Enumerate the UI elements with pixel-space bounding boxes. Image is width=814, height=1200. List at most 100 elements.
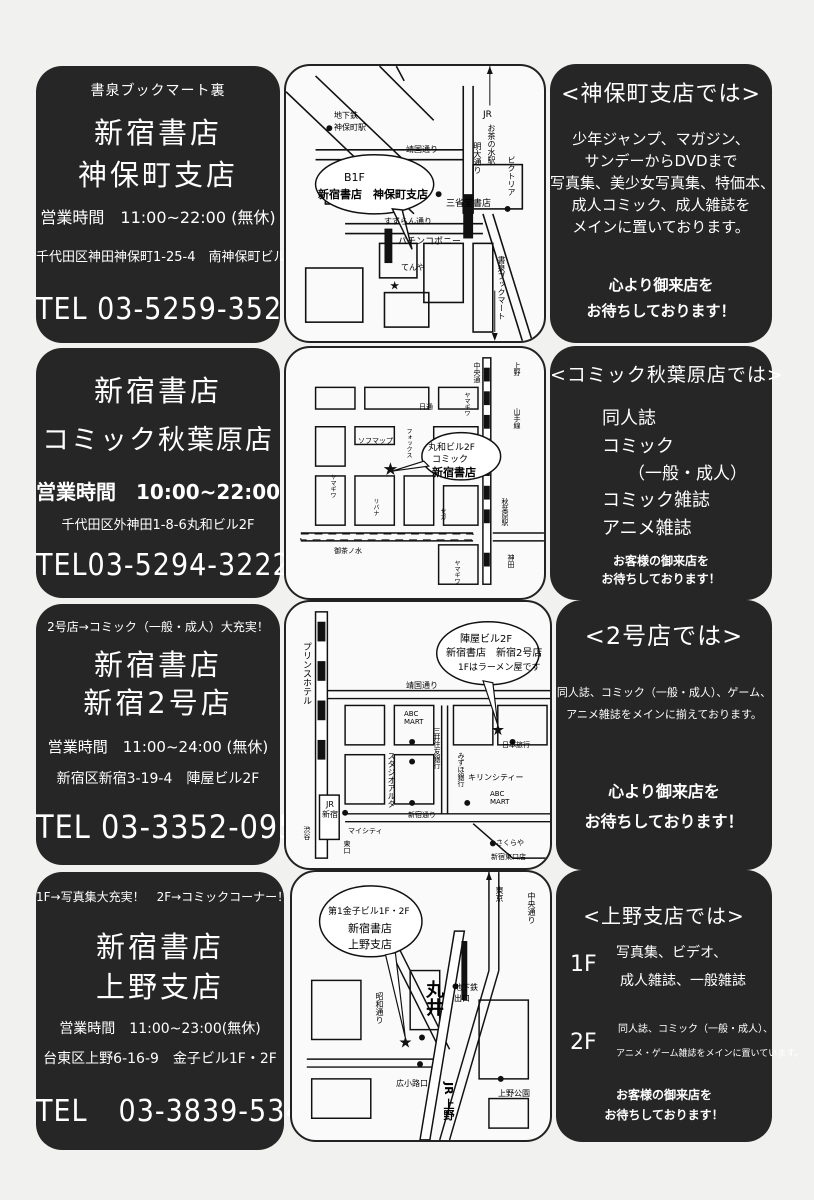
store-branch: コミック秋葉原店	[42, 425, 274, 456]
store-info-jimbocho: <神保町支店では> 少年ジャンプ、マガジン、 サンデーからDVDまで 写真集、美…	[550, 64, 775, 343]
store-card-akihabara: 新宿書店 コミック秋葉原店 営業時間 10:00~22:00 千代田区外神田1-…	[36, 348, 291, 598]
info-heading: <2号店では>	[584, 622, 744, 650]
store-phone[interactable]: TEL 03-3352-0952	[36, 808, 317, 846]
map-label: 御茶ノ水	[334, 547, 362, 555]
store-phone[interactable]: TEL03-5294-3222	[36, 548, 291, 583]
map-label: ABC MART	[490, 790, 510, 806]
map-drawing: ★	[314, 611, 550, 859]
map-label: ヤマギワ	[329, 474, 336, 498]
map-label: 靖国通り	[406, 681, 438, 690]
info-floor-label: 1F	[570, 952, 597, 977]
map-label: ABC MART	[404, 710, 424, 726]
map-callout-line2: 新宿書店 神保町支店	[318, 188, 428, 201]
map-label: 東口	[343, 840, 351, 854]
store-map-jimbocho: ★ B1F 新宿書店 神保町支店 地下鉄 神保町駅 JR お茶の水駅 明大通り …	[284, 64, 546, 343]
map-label: 広小路口	[396, 1079, 428, 1088]
store-name: 新宿書店	[93, 116, 222, 150]
store-info-akihabara: <コミック秋葉原店では> 同人誌 コミック （一般・成人） コミック雑誌 アニメ…	[550, 346, 784, 600]
map-label: 山手線	[513, 408, 521, 429]
store-hours: 営業時間 10:00~22:00	[36, 480, 281, 504]
store-info-shinjuku2: <2号店では> 同人誌、コミック（一般・成人）、ゲーム、 アニメ雑誌をメインに揃…	[556, 600, 772, 870]
map-label: スタジオアルタ	[387, 752, 396, 808]
info-line: 同人誌、コミック（一般・成人）、	[618, 1024, 773, 1035]
map-label: お茶の水駅	[487, 124, 496, 164]
map-label: 神田	[507, 554, 515, 568]
map-label: さくらや	[496, 839, 524, 847]
info-line: 少年ジャンプ、マガジン、	[572, 130, 750, 148]
map-label: マイシティ	[348, 827, 383, 835]
store-branch: 新宿2号店	[83, 686, 233, 720]
store-map-shinjuku2: ★ 陣屋ビル2F 新宿書店 新宿2号店 1Fはラーメン屋です プリンスホテル 靖…	[284, 600, 552, 870]
info-closing: 心より御来店を	[608, 276, 714, 294]
map-callout-line1: 丸和ビル2F	[428, 443, 475, 453]
map-label: 渋谷	[303, 826, 311, 840]
map-label: 新宿東口店	[491, 853, 526, 861]
store-info-ueno: <上野支店では> 1F 写真集、ビデオ、 成人雑誌、一般雑誌 2F 同人誌、コミ…	[556, 870, 803, 1142]
info-closing: お待ちしております！	[601, 572, 721, 586]
map-label: 中央通り	[527, 892, 536, 924]
map-label: 書泉ブックマート	[497, 256, 506, 320]
info-closing: お客様の御来店を	[615, 1088, 712, 1102]
store-tagline: 書泉ブックマート裏	[90, 83, 226, 99]
store-address: 千代田区神田神保町1-25-4 南神保町ビルB1F	[36, 250, 312, 265]
store-phone[interactable]: TEL 03-5259-3525	[36, 292, 301, 327]
map-label: みずほ銀行	[457, 752, 465, 787]
info-line: （一般・成人）	[628, 464, 747, 484]
info-line: アニメ雑誌をメインに揃えております。	[566, 708, 762, 721]
store-map-akihabara: ★ 丸和ビル2F コミック 新宿書店 中央通 上野 山手線 ヤマギワ 日通 ソフ…	[284, 346, 546, 600]
svg-text:★: ★	[398, 1032, 412, 1051]
map-label: 秋葉原駅	[501, 498, 509, 526]
info-heading: <上野支店では>	[583, 904, 745, 928]
store-phone[interactable]: TEL 03-3839-5340	[36, 1094, 322, 1129]
store-name: 新宿書店	[95, 930, 224, 964]
store-address: 新宿区新宿3-19-4 陣屋ビル2F	[56, 771, 260, 787]
map-callout-line3: 1Fはラーメン屋です	[458, 663, 541, 673]
info-closing: お待ちしております！	[604, 1108, 724, 1122]
info-closing: 心より御来店を	[608, 782, 720, 801]
map-label: フォックス	[405, 428, 412, 458]
info-heading: <コミック秋葉原店では>	[550, 364, 784, 386]
map-label: リバナ	[372, 498, 379, 516]
map-label: 三省堂書店	[446, 199, 492, 209]
store-address: 千代田区外神田1-8-6丸和ビル2F	[61, 518, 255, 533]
map-drawing: ★	[300, 357, 544, 585]
store-name: 新宿書店	[93, 374, 222, 408]
map-callout-line1: B1F	[344, 171, 365, 184]
store-hours: 営業時間 11:00~24:00 (無休)	[47, 738, 269, 756]
map-label: キリンシティー	[468, 773, 524, 782]
map-label: 靖国通り	[406, 145, 438, 154]
map-callout-line1: 第1金子ビル1F・2F	[328, 907, 410, 917]
map-drawing: ★	[306, 872, 530, 1140]
map-label: 三井住友銀行	[433, 727, 441, 769]
map-label: 丸井	[423, 980, 444, 1016]
map-label: プリンスホテル	[301, 642, 311, 705]
store-card-ueno: 1F→写真集大充実！ 2F→コミックコーナー！ 新宿書店 上野支店 営業時間 1…	[36, 872, 322, 1150]
info-line: 同人誌、コミック（一般・成人）、ゲーム、	[556, 686, 772, 699]
svg-text:★: ★	[389, 279, 400, 293]
info-floor-label: 2F	[570, 1030, 597, 1055]
map-label: JR 新宿	[322, 800, 338, 819]
info-line: サンデーからDVDまで	[584, 152, 738, 170]
store-card-shinjuku2: 2号店→コミック（一般・成人）大充実！ 新宿書店 新宿2号店 営業時間 11:0…	[36, 604, 317, 865]
map-callout-line3: 新宿書店	[432, 466, 476, 479]
map-callout-line2: コミック	[432, 455, 469, 465]
store-hours: 営業時間 11:00~22:00 (無休)	[40, 208, 276, 227]
store-address: 台東区上野6-16-9 金子ビル1F・2F	[43, 1051, 277, 1067]
map-label: パチンコポニー	[398, 237, 462, 247]
map-label: ソフマップ	[358, 437, 393, 445]
map-label: 地下鉄出口	[454, 983, 478, 1003]
store-tagline: 2号店→コミック（一般・成人）大充実！	[47, 620, 269, 634]
map-label: てんや	[401, 263, 425, 272]
map-label: ヤマギワ	[463, 392, 470, 416]
info-line: メインに置いております。	[572, 218, 750, 236]
svg-text:★: ★	[491, 720, 505, 739]
map-label: すずらん通り	[384, 217, 432, 226]
info-line: アニメ・ゲーム雑誌をメインに置いています。	[616, 1049, 804, 1059]
info-line: 写真集、ビデオ、	[616, 945, 728, 961]
map-label: 明大通り	[473, 142, 482, 174]
map-label: JR 上野	[442, 1082, 455, 1121]
map-callout-line3: 上野支店	[348, 938, 392, 951]
svg-text:★: ★	[383, 460, 399, 480]
store-tagline: 1F→写真集大充実！ 2F→コミックコーナー！	[36, 890, 290, 904]
store-card-jimbocho: 書泉ブックマート裏 新宿書店 神保町支店 営業時間 11:00~22:00 (無…	[36, 66, 312, 343]
